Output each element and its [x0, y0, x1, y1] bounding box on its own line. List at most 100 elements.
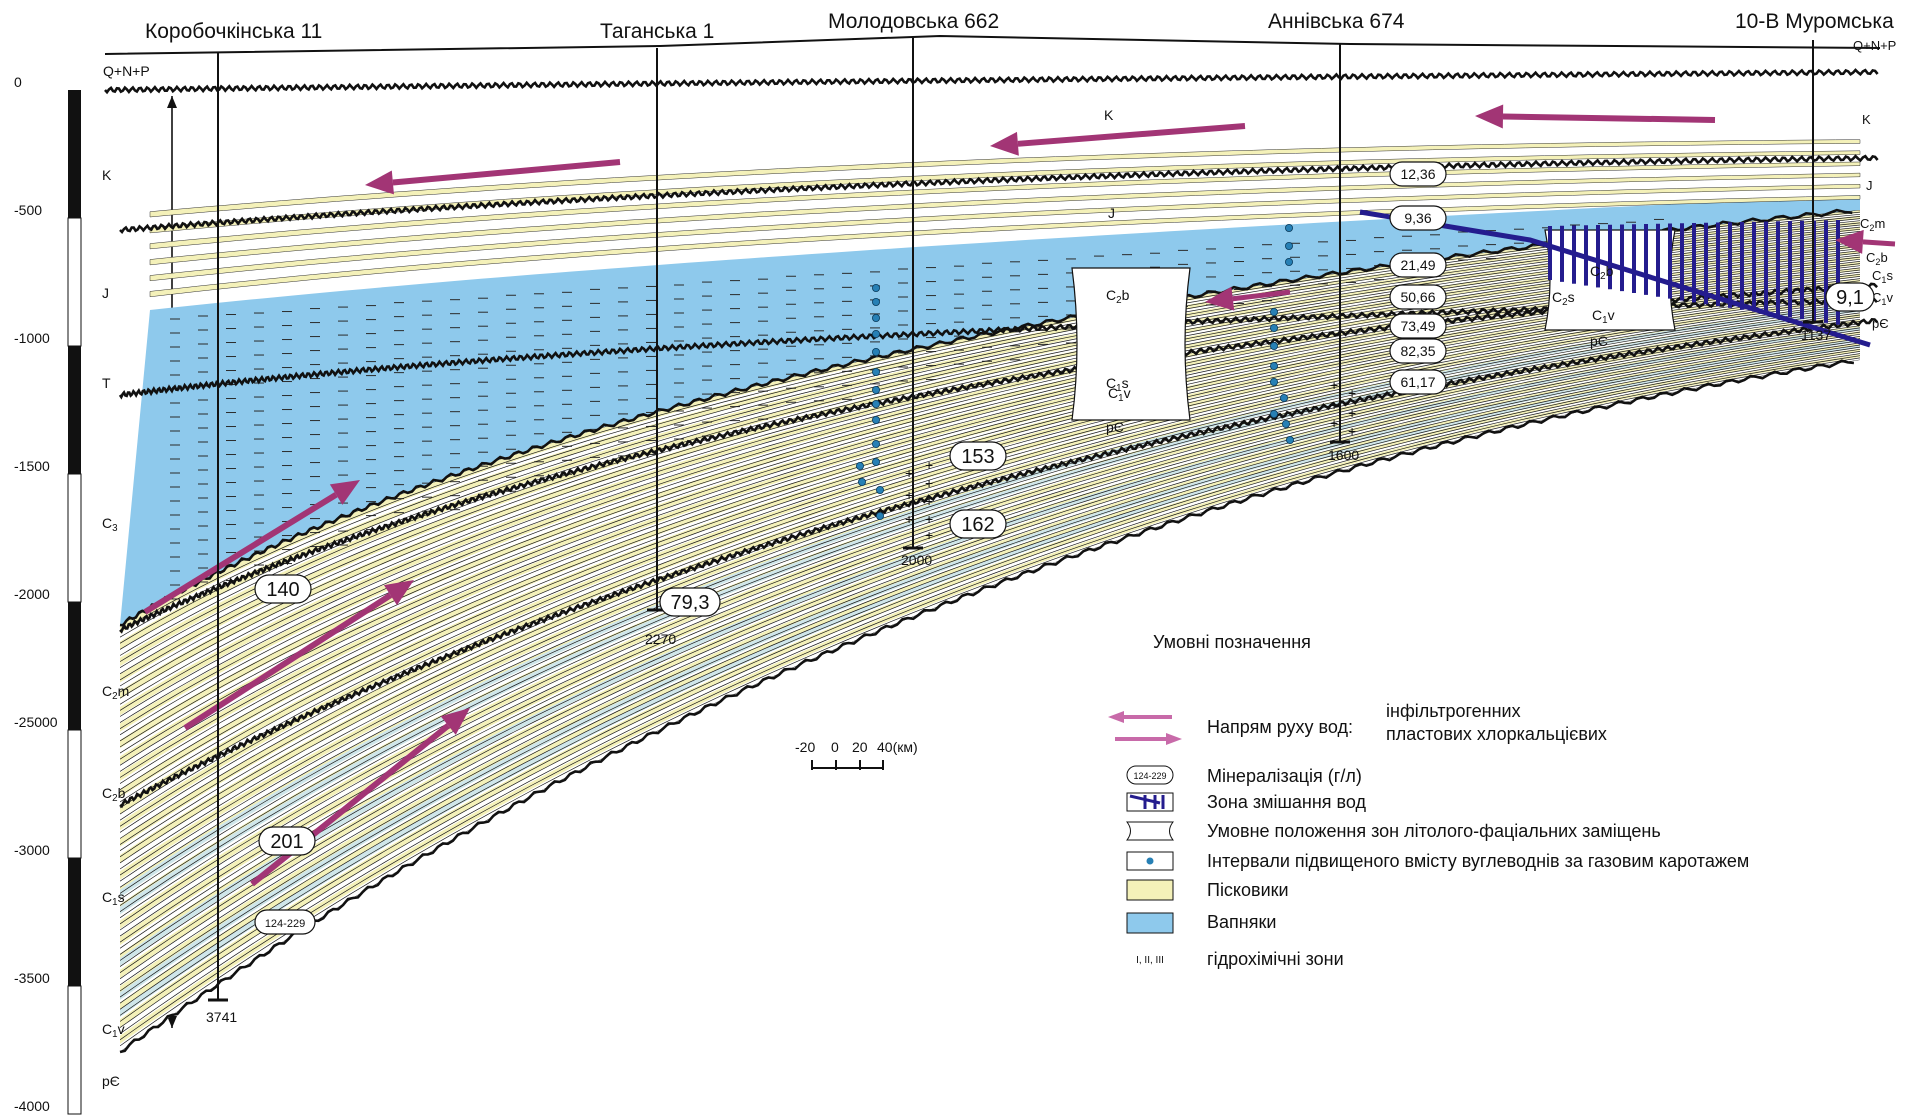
- mineralization-bubble: [1389, 252, 1447, 278]
- bed-line: [120, 293, 1860, 864]
- well-cross: +: [1330, 397, 1338, 413]
- mineralization-bubble: [1825, 282, 1875, 312]
- jurassic-limestone: [120, 195, 1860, 625]
- well-cross: +: [1348, 405, 1356, 421]
- hc-dot: [1270, 409, 1279, 418]
- mineralization-bubble: [1389, 338, 1447, 364]
- bed-line: [120, 216, 1860, 644]
- strat-label-right: pЄ: [1872, 316, 1889, 331]
- hc-dot: [872, 385, 881, 394]
- arrow-head: [167, 1016, 177, 1028]
- bed-line: [120, 284, 1860, 839]
- bed-line: [120, 303, 1860, 894]
- strat-label-right: C1v: [1872, 290, 1893, 307]
- unconformity: [119, 282, 1879, 634]
- scale-tick: -20: [795, 739, 815, 755]
- unconformity: [119, 317, 1879, 809]
- bed-line: [120, 286, 1860, 845]
- legend-flow-formation: пластових хлоркальцієвих: [1386, 724, 1607, 744]
- legend: Умовні позначення Напрям руху вод: інфіл…: [1108, 632, 1749, 969]
- mineralization-bubble: [1389, 284, 1447, 310]
- bed-line: [120, 250, 1860, 742]
- flow-arrow-head: [990, 131, 1019, 156]
- hydrocarbon-intervals: [856, 223, 1295, 521]
- legend-mixing-zone: Зона змішання вод: [1126, 792, 1367, 812]
- bed-line: [120, 348, 1860, 1022]
- flow-arrow-head: [440, 708, 470, 735]
- well-cross: +: [925, 493, 933, 509]
- bed-line: [120, 346, 1860, 1016]
- scale-tick: 20: [852, 739, 868, 755]
- mineralization-value: 124-229: [265, 918, 305, 930]
- well-cross: +: [905, 487, 913, 503]
- depth-label: -4000: [14, 1098, 50, 1114]
- well-cross: +: [925, 457, 933, 473]
- depth-label: -3000: [14, 842, 50, 858]
- flow-arrow-shaft: [1232, 289, 1291, 302]
- legend-limestone: Вапняки: [1126, 912, 1276, 934]
- bed-line: [120, 267, 1860, 790]
- legend-lime-label: Вапняки: [1207, 912, 1276, 932]
- bed-line: [120, 263, 1860, 778]
- bed-line: [120, 291, 1860, 858]
- bed-line: [120, 329, 1860, 967]
- bed-line: [120, 276, 1860, 815]
- legend-title: Умовні позначення: [1153, 632, 1311, 652]
- mineralization-value: 82,35: [1400, 343, 1435, 359]
- section-strat-label: C1v: [1592, 307, 1615, 326]
- hc-dot: [872, 329, 881, 338]
- depth-label: -3500: [14, 970, 50, 986]
- cretaceous-sand: [149, 139, 1861, 218]
- well-name: Таганська 1: [600, 20, 714, 43]
- section-strat-label: C1s: [1106, 375, 1129, 394]
- bed-line: [120, 224, 1860, 668]
- bed-line: [120, 301, 1860, 888]
- legend-mineral-sample: 124-229: [1133, 771, 1166, 781]
- mineralization-bubble: [949, 509, 1007, 539]
- bed-line: [120, 342, 1860, 1004]
- well-cross: +: [925, 475, 933, 491]
- flow-arrow-head: [329, 480, 360, 505]
- bed-line: [120, 306, 1860, 900]
- hc-dot: [876, 512, 885, 521]
- hc-dot: [1270, 341, 1279, 350]
- unconformity: [119, 208, 1853, 627]
- well-cross: +: [925, 511, 933, 527]
- bed-line: [120, 355, 1860, 1041]
- mineralization-value: 21,49: [1400, 257, 1435, 273]
- bed-line: [120, 226, 1860, 675]
- legend-flow-label: Напрям руху вод:: [1207, 717, 1353, 737]
- legend-facies: Умовне положення зон літолого-фаціальних…: [1125, 821, 1661, 841]
- mineralization-bubble: [254, 909, 316, 935]
- bed-line: [120, 321, 1860, 943]
- well-bottom-depth: 2270: [645, 631, 676, 647]
- hc-dot: [1270, 323, 1279, 332]
- cretaceous-sand: [149, 161, 1861, 250]
- well-cross: +: [1348, 423, 1356, 439]
- flow-arrow-shaft: [1862, 239, 1896, 247]
- legend-zones-sample: I, II, III: [1136, 955, 1164, 966]
- legend-facies-label: Умовне положення зон літолого-фаціальних…: [1207, 821, 1661, 841]
- depth-label: -25000: [14, 714, 58, 730]
- depth-label: -1500: [14, 458, 50, 474]
- strat-label-left: C2b: [102, 785, 126, 804]
- well-name: Аннівська 674: [1268, 10, 1405, 33]
- legend-mineral-label: Мінералізація (г/л): [1207, 766, 1362, 786]
- hc-dot: [1282, 419, 1291, 428]
- bed-line: [120, 310, 1860, 912]
- bed-line: [120, 331, 1860, 973]
- strat-label-right: C2b: [1866, 250, 1888, 267]
- bed-line: [120, 213, 1860, 638]
- section-strat-label: K: [1104, 107, 1114, 123]
- scale-tick: 0: [831, 739, 839, 755]
- section-strat-label: C1v: [1108, 385, 1131, 404]
- bed-line: [120, 248, 1860, 736]
- arrow-head: [167, 96, 177, 108]
- flow-arrow-head: [383, 580, 414, 606]
- bed-line: [120, 295, 1860, 870]
- section-strat-label: C2s: [1552, 289, 1575, 308]
- bed-line: [120, 222, 1860, 662]
